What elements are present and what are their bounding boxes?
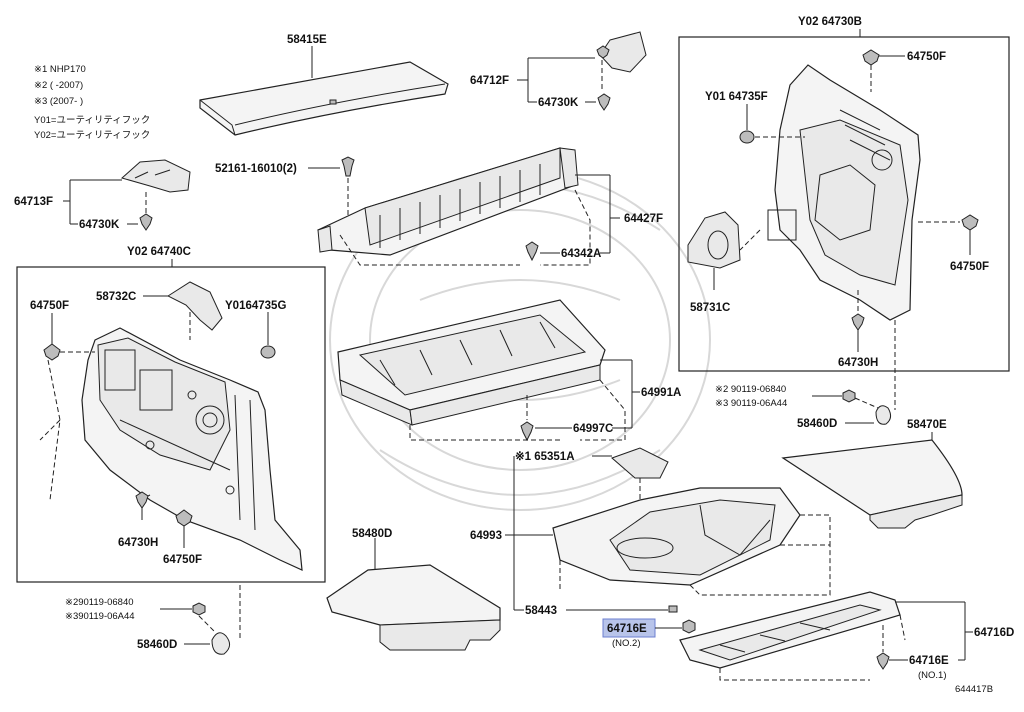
part-64735F[interactable] <box>739 130 755 144</box>
label-64740C: Y02 64740C <box>127 246 191 258</box>
label-64342A: 64342A <box>561 248 601 260</box>
part-64750F-left-bottom[interactable] <box>175 509 193 527</box>
part-64750F-left-top[interactable] <box>43 343 61 361</box>
part-64993[interactable]: 64993 <box>470 456 831 610</box>
label-64750F-right-side: 64750F <box>950 261 989 273</box>
part-64716E-no1[interactable]: 64716E (NO.1) <box>876 625 949 681</box>
label-90119-06A44-left: ※390119-06A44 <box>65 611 135 622</box>
label-64991A: 64991A <box>641 387 681 399</box>
label-64427F: 64427F <box>624 213 663 225</box>
part-90119-left[interactable]: ※290119-06840 ※390119-06A44 <box>65 585 241 640</box>
label-90119-06840-left: ※290119-06840 <box>65 597 134 608</box>
part-58415E[interactable]: 58415E <box>199 34 449 136</box>
box-64740C <box>16 266 326 583</box>
part-64735G[interactable] <box>260 345 276 359</box>
label-64716D: 64716D <box>974 627 1014 639</box>
part-64716D[interactable]: 64716D <box>679 591 1014 681</box>
part-64730K-top[interactable]: 64730K <box>528 93 611 111</box>
part-58460D-right[interactable]: 58460D <box>797 405 892 430</box>
diagram-id: 644417B <box>955 684 993 695</box>
part-64730H-right[interactable] <box>851 313 865 331</box>
box-64730B <box>678 36 1010 372</box>
label-58470E: 58470E <box>907 419 947 431</box>
label-64730K-left: 64730K <box>79 219 120 231</box>
label-58460D-left: 58460D <box>137 639 177 651</box>
note-y02: Y02=ユーティリティフック <box>34 130 150 141</box>
part-64997C[interactable]: 64997C <box>520 395 613 442</box>
part-58443[interactable]: 58443 <box>514 605 678 617</box>
part-64991A[interactable]: 64991A <box>337 299 681 441</box>
label-58460D-right: 58460D <box>797 418 837 430</box>
group-64740C: Y02 64740C 58732C Y0164735G 64750F 6473 <box>16 246 326 583</box>
part-65351A[interactable]: ※1 65351A <box>515 447 669 530</box>
label-58731C: 58731C <box>690 302 730 314</box>
label-58732C: 58732C <box>96 291 136 303</box>
label-64735G: Y0164735G <box>225 300 286 312</box>
label-64730K-top: 64730K <box>538 97 579 109</box>
label-64735F: Y01 64735F <box>705 91 768 103</box>
label-58415E: 58415E <box>287 34 327 46</box>
label-65351A: ※1 65351A <box>515 450 575 463</box>
label-64750F-right-top: 64750F <box>907 51 946 63</box>
part-58732C[interactable] <box>166 281 223 331</box>
part-64750F-right-top[interactable] <box>862 49 880 66</box>
part-64427F[interactable]: 52161-16010(2) 64427F <box>215 147 663 266</box>
label-64997C: 64997C <box>573 423 613 435</box>
part-64716E-no2[interactable]: 64716E (NO.2) <box>602 618 696 649</box>
label-64712F: 64712F <box>470 75 509 87</box>
note-3: ※3 (2007- ) <box>34 96 83 107</box>
label-58480D: 58480D <box>352 528 392 540</box>
part-58460D-left[interactable]: 58460D <box>137 632 230 655</box>
group-64730B: Y02 64730B 58731C 64750F Y01 64735F 6475… <box>678 16 1010 410</box>
label-52161-16010: 52161-16010(2) <box>215 163 297 175</box>
label-64730B: Y02 64730B <box>798 16 862 28</box>
label-64716E-no1: 64716E <box>909 655 949 667</box>
part-64750F-right-side[interactable] <box>961 214 979 231</box>
part-58480D[interactable]: 58480D <box>326 528 501 651</box>
part-64712F[interactable]: 64712F <box>470 31 647 102</box>
label-64993: 64993 <box>470 530 502 542</box>
label-64730H-right: 64730H <box>838 357 878 369</box>
label-64716E-no1-sub: (NO.1) <box>918 670 947 681</box>
note-nhp170: ※1 NHP170 <box>34 64 86 75</box>
part-64713F[interactable]: 64713F <box>14 159 191 224</box>
part-58731C[interactable] <box>687 211 741 269</box>
part-64342A[interactable]: 64342A <box>525 241 601 262</box>
label-90119-06A44-right: ※3 90119-06A44 <box>715 398 787 409</box>
label-64716E-no2: 64716E <box>607 623 647 635</box>
label-64713F: 64713F <box>14 196 53 208</box>
part-90119-right[interactable]: ※2 90119-06840 ※3 90119-06A44 <box>715 384 879 409</box>
label-64716E-no2-sub: (NO.2) <box>612 638 641 649</box>
part-58470E[interactable]: 58470E <box>781 419 963 529</box>
label-64750F-left-top: 64750F <box>30 300 69 312</box>
note-y01: Y01=ユーティリティフック <box>34 115 150 126</box>
label-64730H-left: 64730H <box>118 537 158 549</box>
label-64750F-left-bottom: 64750F <box>163 554 202 566</box>
label-58443: 58443 <box>525 605 557 617</box>
label-90119-06840-right: ※2 90119-06840 <box>715 384 786 395</box>
part-64730H-left[interactable] <box>135 491 149 509</box>
note-2: ※2 ( -2007) <box>34 80 83 91</box>
legend-notes: ※1 NHP170 ※2 ( -2007) ※3 (2007- ) Y01=ユー… <box>34 64 150 141</box>
part-64730K-left[interactable]: 64730K <box>70 213 153 231</box>
